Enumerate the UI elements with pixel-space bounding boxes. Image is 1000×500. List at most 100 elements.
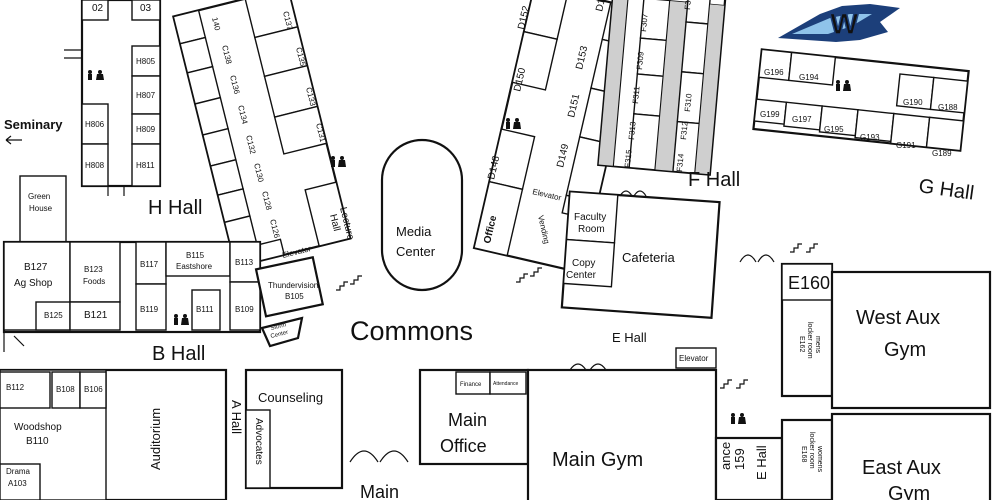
room-d151: D151 [566, 92, 582, 118]
seminary-label: Seminary [4, 117, 63, 132]
storm-center-label-2: Center [270, 330, 289, 340]
b-hall-label: B Hall [152, 343, 205, 365]
main-entrance-doors [349, 450, 409, 463]
ag-shop-label-1: B127 [24, 262, 48, 273]
room-h805: H805 [136, 57, 156, 66]
g-hall-labels: G196 G194 G190 G188 G199 G197 G195 G193 … [760, 68, 958, 158]
main-office-block [418, 368, 530, 466]
room-b125: B125 [44, 311, 63, 320]
media-center [380, 138, 464, 292]
room-f313: F313 [627, 121, 638, 140]
woodshop-label-2: B110 [26, 436, 49, 447]
room-h806: H806 [85, 120, 105, 129]
room-f309: F309 [635, 51, 646, 70]
room-g196: G196 [764, 68, 784, 77]
room-h808: H808 [85, 161, 105, 170]
faculty-room-label-2: Room [578, 224, 605, 235]
room-d150: D150 [512, 66, 528, 92]
copy-center-label-2: Center [566, 270, 597, 281]
room-g197: G197 [792, 115, 812, 124]
main-bottom-label: Main [360, 482, 399, 500]
copy-center-label-1: Copy [572, 258, 595, 269]
main-office-label-1: Main [448, 410, 487, 430]
foods-label-1: B123 [84, 265, 103, 274]
room-f310: F310 [683, 93, 694, 112]
room-f3: F3 [683, 0, 693, 10]
room-g195: G195 [824, 125, 844, 134]
f-hall-wing [597, 0, 727, 176]
room-g199: G199 [760, 110, 780, 119]
foods-label-2: Foods [83, 277, 105, 286]
faculty-room-label-1: Faculty [574, 212, 606, 223]
west-aux-label-2: Gym [884, 339, 926, 361]
stairs-icon [336, 243, 818, 389]
mens-locker-label-1: mens [814, 336, 821, 354]
room-d148: D148 [486, 154, 502, 180]
room-h02: 02 [92, 3, 104, 14]
d-restroom-icon [506, 118, 521, 129]
h-hall-wing: 02 03 H805 H807 H809 H811 H806 H808 [64, 0, 162, 196]
e-hall-lower-strip [714, 436, 784, 500]
womens-locker-label-1: womens [816, 445, 823, 473]
woodshop-label-1: Woodshop [14, 422, 62, 433]
room-h811: H811 [136, 161, 155, 170]
room-g193: G193 [860, 133, 880, 142]
room-f311: F311 [631, 85, 642, 104]
room-b109: B109 [235, 305, 254, 314]
counseling-block [244, 368, 344, 490]
e-hall-label: E Hall [612, 330, 647, 345]
thundervision-label-1: Thundervision [268, 281, 318, 290]
media-center-label-1: Media [396, 224, 432, 239]
room-f307: F307 [639, 13, 650, 32]
logo-letter: W [830, 8, 859, 41]
e160-label: E160 [788, 273, 830, 293]
b-hall-wing [2, 175, 262, 352]
advocates-label: Advocates [253, 418, 264, 465]
eastshore-label-2: Eastshore [176, 262, 213, 271]
storm-center-room [260, 316, 304, 348]
c-hall-wing [172, 0, 352, 269]
room-h809: H809 [136, 125, 156, 134]
mens-locker-label-3: E162 [798, 336, 805, 352]
room-g189: G189 [932, 149, 952, 158]
e-elevator [675, 347, 717, 369]
ag-shop-label-2: Ag Shop [14, 278, 53, 289]
a-hall-label: A Hall [229, 400, 244, 434]
mens-locker-label-2: locker room [806, 322, 813, 359]
room-g188: G188 [938, 103, 958, 112]
gym-doors [569, 363, 607, 371]
room-f314: F314 [675, 153, 686, 172]
main-gym-label: Main Gym [552, 449, 643, 471]
commons-label: Commons [350, 316, 473, 346]
room-b119: B119 [140, 305, 159, 314]
room-g194: G194 [799, 73, 819, 82]
cafeteria-exit-doors [739, 254, 775, 263]
cafeteria-label: Cafeteria [622, 250, 676, 265]
green-house-label-2: House [29, 204, 53, 213]
f-hall-label: F Hall [688, 169, 740, 191]
thundervision-room [254, 255, 325, 318]
womens-locker-label-3: E168 [800, 446, 807, 462]
womens-locker-label-2: locker room [808, 432, 815, 469]
e-elevator-label: Elevator [679, 354, 709, 363]
finance-label: Finance [460, 382, 482, 388]
room-b112: B112 [6, 383, 25, 392]
g-hall-label: G Hall [917, 175, 975, 205]
e-restroom-icon [731, 413, 746, 424]
room-d153: D153 [574, 44, 590, 70]
restroom-icon [88, 70, 104, 80]
west-aux-label-1: West Aux [856, 307, 940, 329]
main-office-label-2: Office [440, 436, 487, 456]
room-c140: 140 [210, 16, 222, 32]
auditorium-label: Auditorium [148, 408, 163, 470]
room-h807: H807 [136, 91, 156, 100]
lecture-hall-label-2: Hall [327, 213, 342, 232]
seminary-arrow-icon [5, 135, 22, 145]
room-d152: D152 [516, 4, 532, 30]
east-aux-label-2: Gym [888, 483, 930, 500]
h-hall-label: H Hall [148, 197, 202, 219]
room-b108: B108 [56, 385, 75, 394]
e-locker-column [780, 262, 834, 500]
room-b111: B111 [196, 305, 214, 314]
